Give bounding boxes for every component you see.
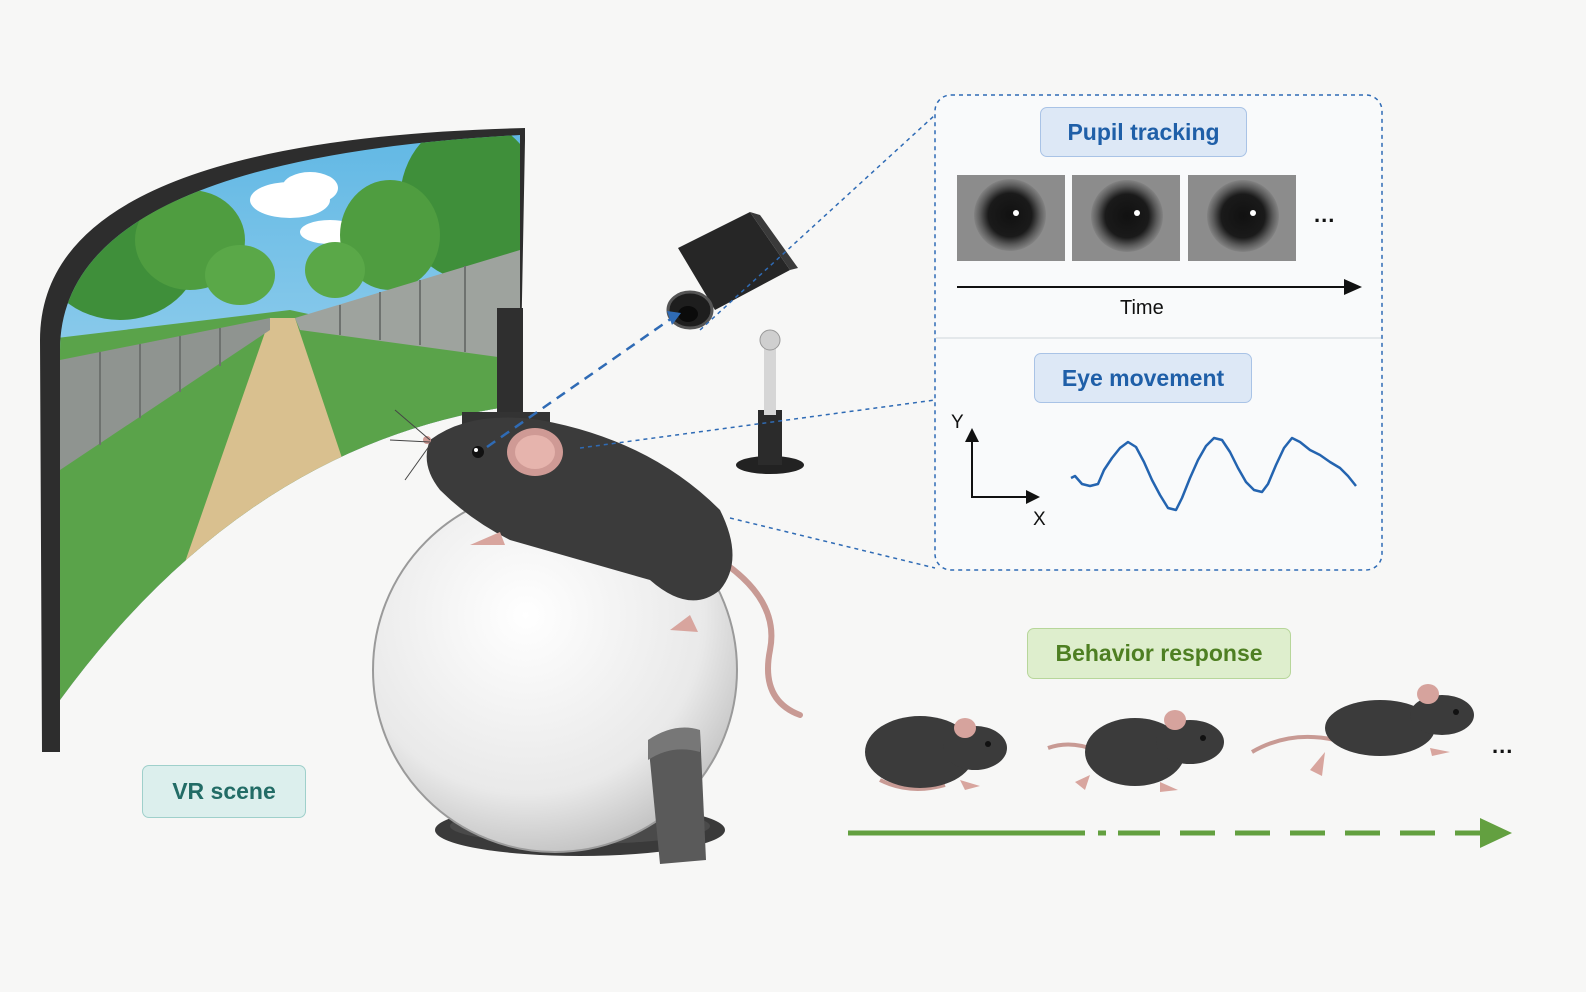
eye-frame-icon xyxy=(1072,175,1180,261)
vr-scene-label: VR scene xyxy=(142,765,306,818)
zoom-connectors xyxy=(579,114,936,569)
mouse-icon xyxy=(865,716,1007,791)
y-axis-arrow xyxy=(965,428,979,442)
mouse-icon xyxy=(389,409,803,718)
x-axis-label: X xyxy=(1033,509,1046,530)
tracking-panel xyxy=(934,94,1383,571)
eye-movement-trace xyxy=(1070,436,1357,512)
pupil-tracking-label: Pupil tracking xyxy=(1040,107,1247,157)
y-axis-label: Y xyxy=(951,412,964,433)
eye-movement-text: Eye movement xyxy=(1061,364,1225,391)
eye-frame-icon xyxy=(1188,175,1296,261)
eye-movement-label: Eye movement xyxy=(1034,353,1252,403)
camera-icon xyxy=(666,212,804,474)
behavior-response-text: Behavior response xyxy=(1055,640,1263,666)
time-label: Time xyxy=(1120,297,1164,319)
vr-scene-text: VR scene xyxy=(172,778,276,804)
camera-sight-line xyxy=(486,316,673,449)
behavior-response-label: Behavior response xyxy=(1027,628,1291,679)
pupil-tracking-text: Pupil tracking xyxy=(1067,118,1220,145)
sight-arrow-head xyxy=(667,311,681,325)
mouse-icon xyxy=(1250,684,1474,776)
behavior-ellipsis: ... xyxy=(1492,733,1514,758)
mouse-icon xyxy=(1047,710,1224,792)
time-axis-arrow xyxy=(1344,279,1362,295)
ball-treadmill-icon xyxy=(372,487,738,864)
behavior-arrow-head xyxy=(1480,818,1512,848)
x-axis-arrow xyxy=(1026,490,1040,504)
pupil-ellipsis: ... xyxy=(1314,202,1336,227)
eye-frame-icon xyxy=(957,175,1065,261)
